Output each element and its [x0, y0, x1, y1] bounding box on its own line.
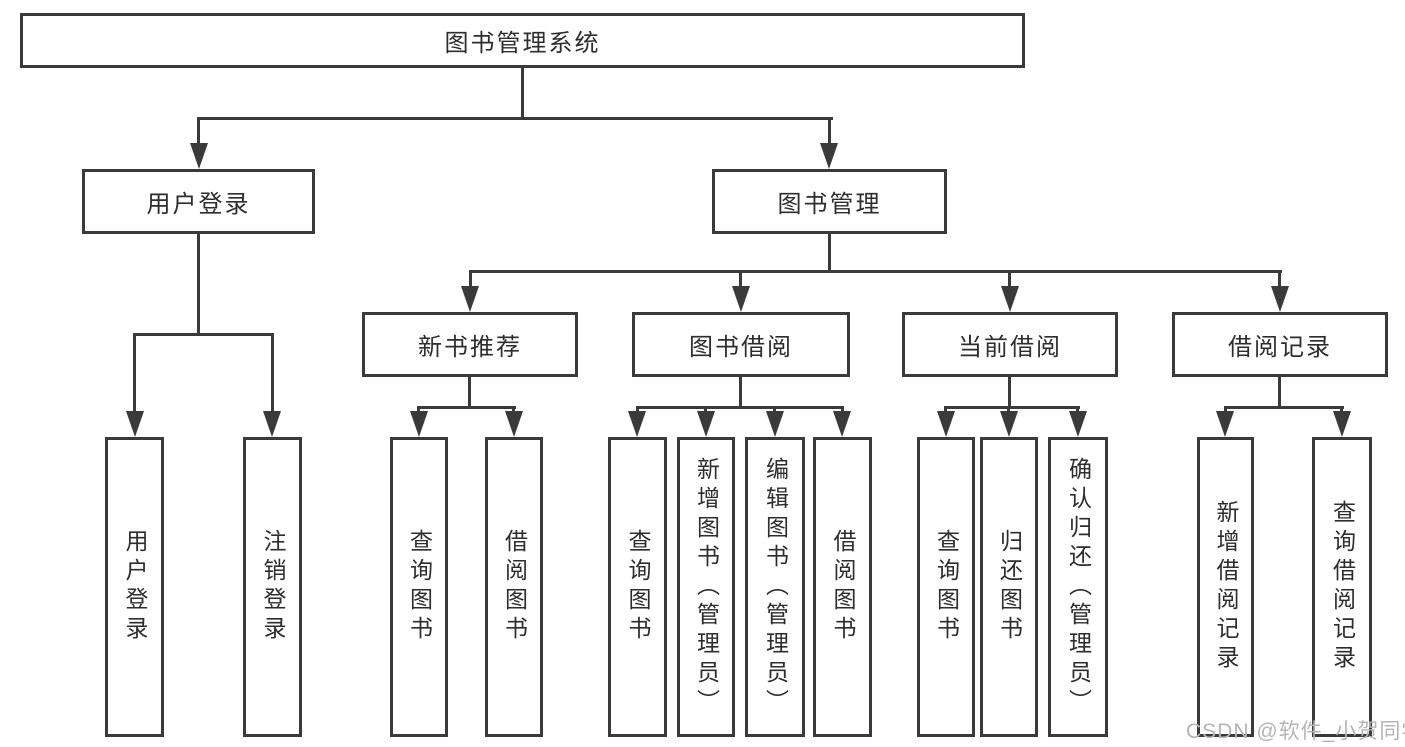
arrow-down-icon	[937, 411, 955, 437]
connector-line	[197, 233, 200, 335]
arrow-down-icon	[1069, 411, 1087, 437]
connector-line	[417, 406, 420, 413]
connector-line	[773, 406, 776, 413]
csdn-watermark: CSDN @软件_小贺同学	[1186, 720, 1405, 743]
connector-line	[636, 406, 639, 413]
node-current-borrow: 当前借阅	[902, 312, 1118, 377]
leaf-query-borrow-record: 查询借阅记录	[1312, 437, 1372, 737]
connector-line	[1278, 376, 1281, 408]
leaf-query-book-rec: 查询图书	[390, 437, 448, 737]
leaf-borrow-book: 借阅图书	[813, 437, 872, 737]
arrow-down-icon	[1271, 286, 1289, 312]
node-root: 图书管理系统	[20, 13, 1025, 68]
leaf-logout: 注销登录	[243, 437, 302, 737]
connector-line	[841, 406, 844, 413]
connector-line	[1007, 406, 1010, 413]
node-book-borrow: 图书借阅	[632, 312, 850, 377]
arrow-down-icon	[833, 411, 851, 437]
arrow-down-icon	[505, 411, 523, 437]
connector-line	[1008, 270, 1011, 288]
connector-line	[828, 233, 831, 272]
leaf-query-book-current: 查询图书	[917, 437, 975, 737]
connector-line	[469, 270, 1282, 273]
leaf-add-borrow-record: 新增借阅记录	[1197, 437, 1254, 737]
arrow-down-icon	[766, 411, 784, 437]
node-borrow-record: 借阅记录	[1172, 312, 1388, 377]
leaf-add-book-admin: 新增图书（管理员）	[677, 437, 735, 737]
leaf-query-book-borrow: 查询图书	[608, 437, 667, 737]
connector-line	[944, 406, 1080, 409]
connector-line	[1224, 406, 1227, 413]
arrow-down-icon	[697, 411, 715, 437]
connector-line	[828, 117, 831, 145]
arrow-down-icon	[1333, 411, 1351, 437]
arrow-down-icon	[1216, 411, 1234, 437]
connector-line	[197, 117, 200, 145]
connector-line	[197, 117, 833, 120]
connector-line	[1340, 406, 1343, 413]
arrow-down-icon	[126, 411, 144, 437]
connector-line	[521, 67, 524, 119]
node-new-book-rec: 新书推荐	[362, 312, 578, 377]
connector-line	[271, 333, 274, 413]
leaf-confirm-return-admin: 确认归还（管理员）	[1048, 437, 1108, 737]
leaf-borrow-book-rec: 借阅图书	[485, 437, 543, 737]
leaf-edit-book-admin: 编辑图书（管理员）	[745, 437, 805, 737]
arrow-down-icon	[820, 143, 838, 169]
arrow-down-icon	[263, 411, 281, 437]
arrow-down-icon	[190, 143, 208, 169]
connector-line	[133, 333, 274, 336]
connector-line	[1076, 406, 1079, 413]
connector-line	[512, 406, 515, 413]
connector-line	[1008, 376, 1011, 408]
connector-line	[636, 406, 844, 409]
arrow-down-icon	[1001, 286, 1019, 312]
connector-line	[739, 270, 742, 288]
connector-line	[1278, 270, 1281, 288]
arrow-down-icon	[628, 411, 646, 437]
connector-line	[468, 376, 471, 408]
connector-line	[469, 270, 472, 288]
arrow-down-icon	[461, 286, 479, 312]
connector-line	[739, 376, 742, 408]
node-user-login: 用户登录	[82, 169, 315, 234]
arrow-down-icon	[410, 411, 428, 437]
arrow-down-icon	[732, 286, 750, 312]
leaf-return-book: 归还图书	[980, 437, 1038, 737]
connector-line	[417, 406, 516, 409]
connector-line	[704, 406, 707, 413]
connector-line	[944, 406, 947, 413]
connector-line	[133, 333, 136, 413]
connector-line	[1224, 406, 1344, 409]
node-book-mgmt: 图书管理	[712, 169, 947, 234]
leaf-user-login: 用户登录	[105, 437, 164, 737]
arrow-down-icon	[1000, 411, 1018, 437]
